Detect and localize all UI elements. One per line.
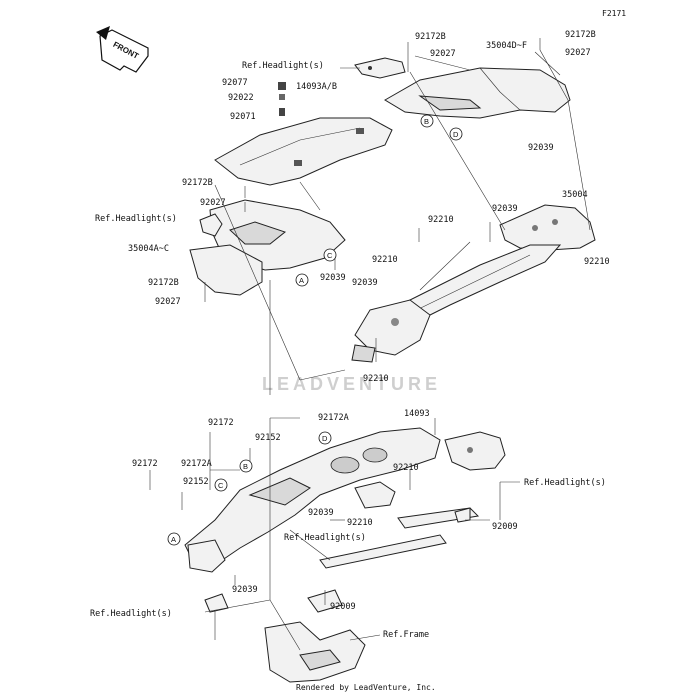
lower-leader-lines: [149, 417, 520, 651]
svg-text:A: A: [171, 535, 176, 544]
label-ref-headlight-left: Ref.Headlight(s): [95, 214, 177, 224]
callout-B-lower: B: [239, 459, 253, 473]
label-14093: 14093: [404, 409, 430, 419]
label-92022: 92022: [228, 93, 254, 103]
part-headlight-bracket-left: [199, 213, 223, 237]
part-35004A-C-cowl: [189, 199, 346, 296]
label-92172B-tr: 92172B: [565, 30, 596, 40]
label-92039-upper: 92039: [528, 143, 554, 153]
label-92210-c: 92210: [372, 255, 398, 265]
callout-D-upper: D: [449, 127, 463, 141]
label-92172A-b: 92172A: [181, 459, 212, 469]
upper-leader-lines: [204, 38, 591, 395]
part-35004D-F-cowl: [384, 67, 571, 119]
callout-A-lower: A: [167, 532, 181, 546]
credit-text: Rendered by LeadVenture, Inc.: [296, 683, 436, 692]
label-ref-headlight-top: Ref.Headlight(s): [242, 61, 324, 71]
label-92039-e: 92039: [232, 585, 258, 595]
label-92172B-top: 92172B: [415, 32, 446, 42]
label-92009-b: 92009: [330, 602, 356, 612]
figure-id: F2171: [602, 9, 626, 18]
svg-text:D: D: [322, 434, 328, 443]
svg-text:B: B: [424, 117, 429, 126]
label-92210-e: 92210: [347, 518, 373, 528]
label-92027-left2: 92027: [155, 297, 181, 307]
svg-text:C: C: [327, 251, 333, 260]
label-92027-left: 92027: [200, 198, 226, 208]
part-headlight-bracket-bl: [204, 593, 229, 613]
label-92172B-left2: 92172B: [148, 278, 179, 288]
label-92071: 92071: [230, 112, 256, 122]
label-ref-headlight-bl: Ref.Headlight(s): [90, 609, 172, 619]
part-14093A-B-cover: [214, 117, 393, 186]
label-92172B-left: 92172B: [182, 178, 213, 188]
label-92027-top: 92027: [430, 49, 456, 59]
label-92152-b: 92152: [183, 477, 209, 487]
callout-D-lower: D: [318, 431, 332, 445]
watermark: LEADVENTURE: [262, 374, 441, 394]
label-92172-b: 92172: [132, 459, 158, 469]
label-35004: 35004: [562, 190, 588, 200]
label-92039-d: 92039: [308, 508, 334, 518]
label-92210-a: 92210: [428, 215, 454, 225]
label-92210-bottom-up: 92210: [363, 374, 389, 384]
part-headlight-bracket-top: [354, 57, 406, 79]
label-92172A-a: 92172A: [318, 413, 349, 423]
svg-text:C: C: [218, 481, 224, 490]
label-92152-a: 92152: [255, 433, 281, 443]
label-ref-headlight-r: Ref.Headlight(s): [524, 478, 606, 488]
label-35004A-C: 35004A~C: [128, 244, 169, 254]
label-92009-a: 92009: [492, 522, 518, 532]
svg-text:D: D: [453, 130, 459, 139]
label-92210-d: 92210: [393, 463, 419, 473]
part-14093-lower-cowl: [184, 427, 441, 573]
label-92039-right: 92039: [492, 204, 518, 214]
callout-C-upper: C: [323, 248, 337, 262]
part-headlight-bracket-right: [444, 431, 506, 471]
label-92027-tr: 92027: [565, 48, 591, 58]
label-ref-headlight-mid: Ref.Headlight(s): [284, 533, 366, 543]
label-92039-mid: 92039: [320, 273, 346, 283]
callout-B-upper: B: [420, 114, 434, 128]
callout-C-lower: C: [214, 478, 228, 492]
part-cross-stay: [319, 481, 480, 569]
label-92172-a: 92172: [208, 418, 234, 428]
label-ref-frame: Ref.Frame: [383, 630, 429, 640]
part-lower-left-bracket: [351, 299, 431, 363]
front-arrow-icon: FRONT: [96, 26, 149, 73]
svg-text:B: B: [243, 462, 248, 471]
svg-text:A: A: [299, 276, 304, 285]
fastener-stack-92077: [278, 82, 286, 116]
label-14093A-B: 14093A/B: [296, 82, 337, 92]
label-92210-b: 92210: [584, 257, 610, 267]
label-92077: 92077: [222, 78, 248, 88]
part-35004-cowl: [499, 204, 596, 251]
label-92039-c: 92039: [352, 278, 378, 288]
callout-A-upper: A: [295, 273, 309, 287]
label-35004D-F: 35004D~F: [486, 41, 527, 51]
